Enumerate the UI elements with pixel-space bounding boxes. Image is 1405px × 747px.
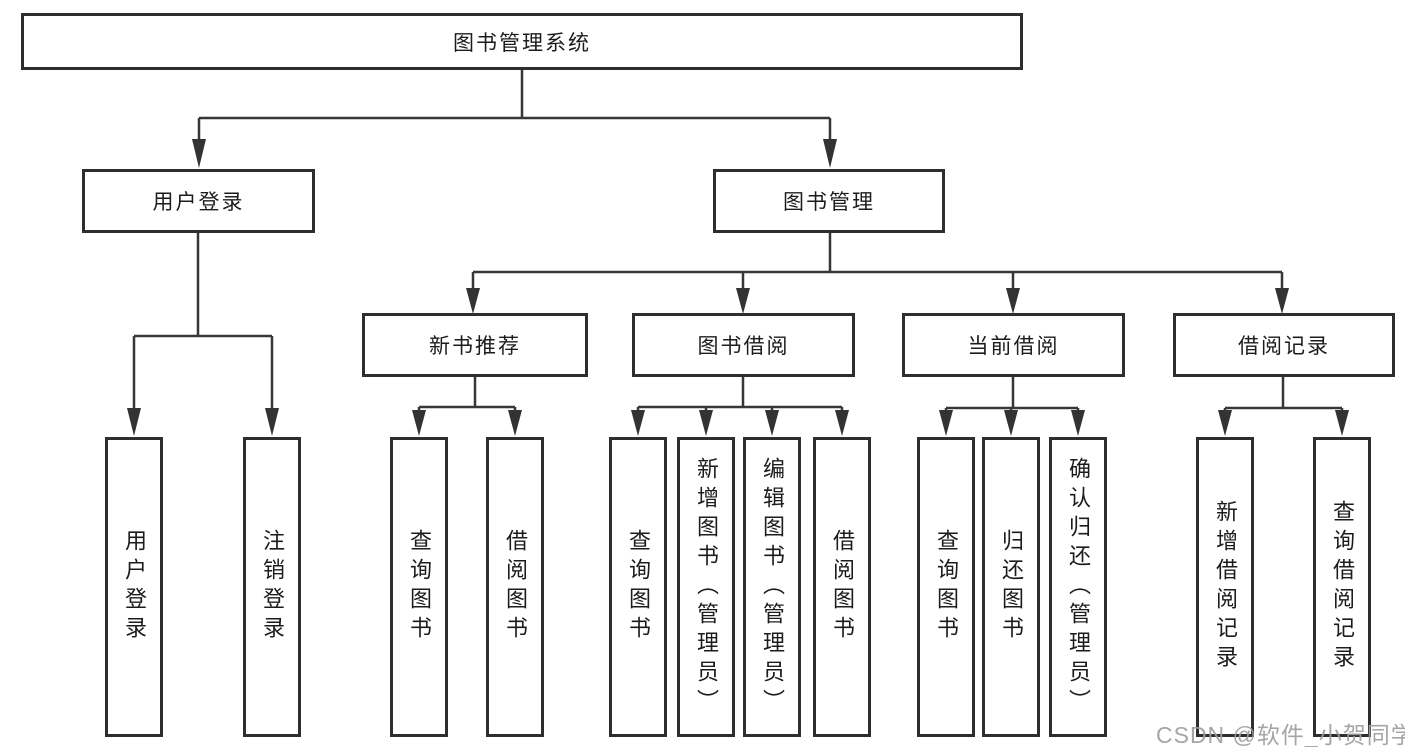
connector-current-borrow-branch — [944, 377, 1080, 413]
node-label: 用户登录 — [152, 191, 245, 214]
connector-book-borrow-branch — [636, 377, 844, 413]
node-label: 新增图书（管理员） — [694, 456, 719, 718]
node-current-borrow: 当前借阅 — [902, 313, 1125, 377]
connector-root-arrowheads — [192, 139, 837, 168]
leaf-add-book-admin: 新增图书（管理员） — [677, 437, 735, 737]
connector-book-management-branch — [471, 233, 1284, 290]
connector-borrow-records-arrowheads — [1218, 410, 1349, 436]
node-label: 当前借阅 — [967, 335, 1060, 358]
leaf-query-borrow-record: 查询借阅记录 — [1313, 437, 1371, 737]
node-label: 确认归还（管理员） — [1066, 456, 1091, 718]
node-label: 查询图书 — [626, 529, 651, 645]
connector-new-book-branch — [417, 377, 517, 413]
node-label: 借阅记录 — [1238, 335, 1330, 358]
leaf-borrow-books-recommend: 借阅图书 — [486, 437, 544, 737]
connector-new-book-arrowheads — [412, 410, 522, 436]
connector-user-login-branch — [132, 233, 274, 411]
leaf-return-book: 归还图书 — [982, 437, 1040, 737]
node-label: 图书管理系统 — [453, 31, 591, 55]
connector-borrow-records-branch — [1223, 377, 1344, 413]
node-label: 用户登录 — [122, 529, 147, 645]
connector-user-login-arrowheads — [127, 408, 279, 436]
node-label: 新增借阅记录 — [1213, 500, 1238, 674]
connector-book-borrow-arrowheads — [631, 410, 849, 436]
node-label: 借阅图书 — [503, 529, 528, 645]
node-label: 查询借阅记录 — [1330, 500, 1355, 674]
node-label: 归还图书 — [999, 529, 1024, 645]
node-label: 查询图书 — [407, 529, 432, 645]
leaf-borrow-books-borrow: 借阅图书 — [813, 437, 871, 737]
leaf-logout: 注销登录 — [243, 437, 301, 737]
node-book-management: 图书管理 — [713, 169, 945, 233]
csdn-watermark: CSDN @软件_小贺同学 — [1156, 722, 1405, 747]
node-user-login: 用户登录 — [82, 169, 315, 233]
node-label: 编辑图书（管理员） — [760, 456, 785, 718]
node-label: 图书管理 — [783, 191, 875, 214]
leaf-query-books-recommend: 查询图书 — [390, 437, 448, 737]
leaf-query-books-current: 查询图书 — [917, 437, 975, 737]
node-label: 借阅图书 — [830, 529, 855, 645]
node-label: 查询图书 — [934, 529, 959, 645]
node-label: 新书推荐 — [429, 335, 521, 358]
connector-current-borrow-arrowheads — [939, 410, 1085, 436]
leaf-user-login: 用户登录 — [105, 437, 163, 737]
connector-root-branch — [197, 70, 832, 142]
leaf-edit-book-admin: 编辑图书（管理员） — [743, 437, 801, 737]
node-label: 注销登录 — [260, 529, 285, 645]
node-label: 图书借阅 — [697, 335, 790, 358]
leaf-confirm-return-admin: 确认归还（管理员） — [1049, 437, 1107, 737]
node-book-borrow: 图书借阅 — [632, 313, 855, 377]
connector-book-management-arrowheads — [466, 288, 1289, 314]
node-new-book-recommend: 新书推荐 — [362, 313, 588, 377]
node-library-system: 图书管理系统 — [21, 13, 1023, 70]
node-borrow-records: 借阅记录 — [1173, 313, 1395, 377]
leaf-query-books-borrow: 查询图书 — [609, 437, 667, 737]
leaf-add-borrow-record: 新增借阅记录 — [1196, 437, 1254, 737]
